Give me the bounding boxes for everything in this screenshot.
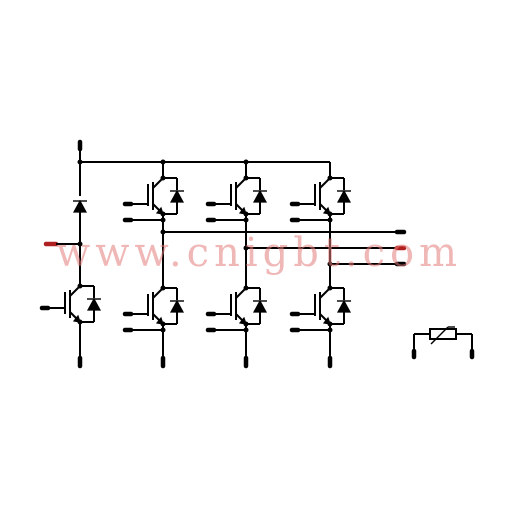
diode-icon xyxy=(252,189,268,203)
diode-icon xyxy=(169,299,185,313)
igbt-icon xyxy=(205,272,268,333)
diode-icon xyxy=(336,299,352,313)
brake-chopper-column xyxy=(43,139,88,286)
diode-icon xyxy=(252,299,268,313)
diode-icon xyxy=(169,189,185,203)
igbt-icon xyxy=(122,162,185,223)
igbt-icon xyxy=(289,272,352,333)
igbt-icon xyxy=(205,162,268,223)
igbt-switch-array xyxy=(39,162,352,369)
diode-icon xyxy=(86,297,102,311)
watermark-text: www.cnigbt.com xyxy=(56,230,462,276)
igbt-icon xyxy=(39,270,102,330)
rail-node-dot xyxy=(77,159,83,165)
ntc-thermistor-icon xyxy=(411,326,475,360)
igbt-icon xyxy=(122,272,185,333)
brake-diode-icon xyxy=(72,199,88,213)
igbt-icon xyxy=(289,162,352,223)
diode-icon xyxy=(336,189,352,203)
